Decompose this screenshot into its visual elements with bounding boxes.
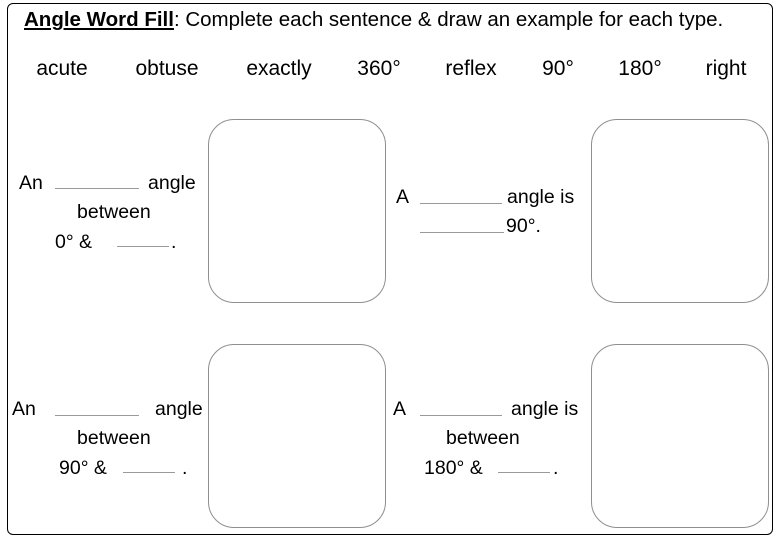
q3-angle: angle — [155, 398, 203, 420]
word-bank-item-reflex: reflex — [445, 57, 497, 80]
q3-blank-2[interactable] — [123, 472, 175, 473]
drawing-box-2[interactable] — [591, 119, 769, 303]
drawing-box-1[interactable] — [208, 119, 386, 303]
q1-blank-2[interactable] — [117, 246, 169, 247]
q3-ninety-and: 90° & — [59, 457, 107, 479]
drawing-box-3[interactable] — [208, 344, 386, 528]
word-bank-item-180: 180° — [618, 57, 662, 80]
q2-a: A — [396, 186, 410, 208]
word-bank-item-exactly: exactly — [246, 57, 312, 80]
q2-blank-2[interactable] — [420, 232, 504, 233]
title-instructions: : Complete each sentence & draw an examp… — [173, 8, 724, 31]
page-title: Angle Word Fill: Complete each sentence … — [24, 8, 723, 32]
q4-blank-1[interactable] — [420, 415, 502, 416]
worksheet-border — [7, 3, 773, 535]
q3-period: . — [182, 457, 188, 479]
q4-180-and: 180° & — [424, 457, 483, 479]
word-bank-item-90: 90° — [542, 57, 574, 80]
q2-angle-is: angle is — [507, 186, 575, 208]
word-bank-item-right: right — [705, 57, 747, 80]
word-bank-item-obtuse: obtuse — [135, 57, 199, 80]
q1-an: An — [19, 172, 43, 194]
q1-blank-1[interactable] — [55, 188, 139, 189]
drawing-box-4[interactable] — [591, 344, 769, 528]
word-bank-item-360: 360° — [357, 57, 401, 80]
q1-period: . — [171, 231, 177, 253]
q4-a: A — [393, 398, 407, 420]
q2-blank-1[interactable] — [420, 203, 502, 204]
title-bold: Angle Word Fill — [24, 8, 174, 31]
q4-period: . — [553, 457, 559, 479]
q3-between: between — [77, 427, 151, 449]
q1-between: between — [77, 201, 151, 223]
q4-angle-is: angle is — [511, 398, 579, 420]
q3-an: An — [12, 398, 36, 420]
q4-between: between — [446, 427, 520, 449]
q1-angle: angle — [148, 172, 196, 194]
q3-blank-1[interactable] — [55, 415, 139, 416]
q1-zero-and: 0° & — [55, 231, 93, 253]
word-bank-item-acute: acute — [36, 57, 88, 80]
q4-blank-2[interactable] — [498, 472, 550, 473]
q2-ninety: 90°. — [506, 215, 541, 237]
